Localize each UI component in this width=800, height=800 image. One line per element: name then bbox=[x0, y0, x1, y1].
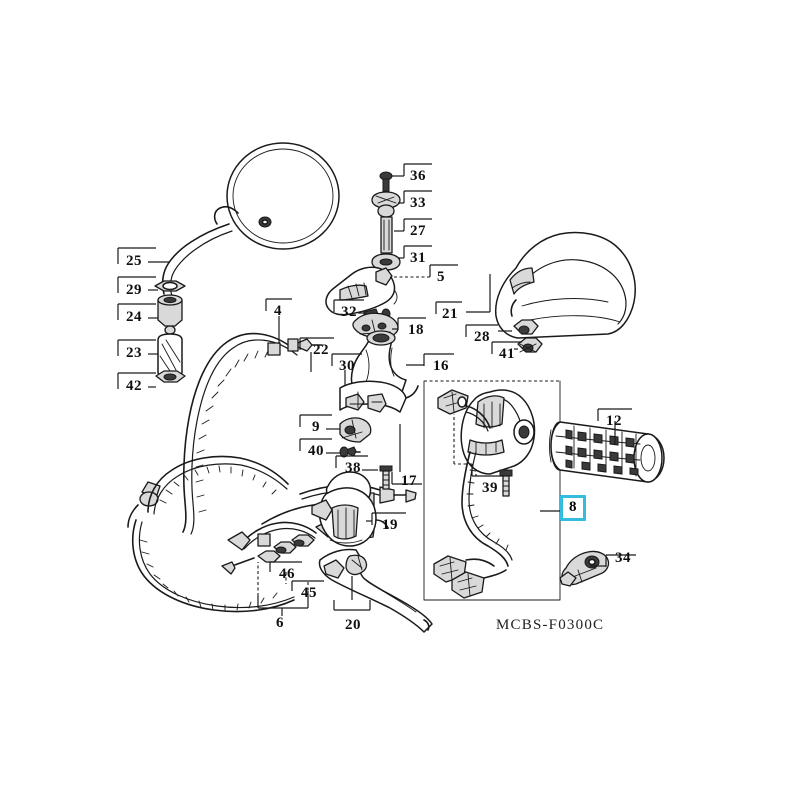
mirror-stack-parts bbox=[154, 280, 186, 383]
callout-label-31[interactable]: 31 bbox=[410, 250, 426, 266]
callout-label-41[interactable]: 41 bbox=[499, 346, 515, 362]
callout-label-20[interactable]: 20 bbox=[345, 617, 361, 633]
mirror-assembly bbox=[161, 142, 340, 327]
callout-label-36[interactable]: 36 bbox=[410, 168, 426, 184]
small-parts-9-40 bbox=[339, 417, 372, 458]
callout-label-45[interactable]: 45 bbox=[301, 585, 317, 601]
callout-label-28[interactable]: 28 bbox=[474, 329, 490, 345]
callout-label-40[interactable]: 40 bbox=[308, 443, 324, 459]
callout-label-16[interactable]: 16 bbox=[433, 358, 449, 374]
callout-label-6[interactable]: 6 bbox=[276, 615, 284, 631]
callout-label-42[interactable]: 42 bbox=[126, 378, 142, 394]
wire-clip-34 bbox=[559, 550, 610, 587]
callout-label-29[interactable]: 29 bbox=[126, 282, 142, 298]
callout-label-25[interactable]: 25 bbox=[126, 253, 142, 269]
callout-label-21[interactable]: 21 bbox=[442, 306, 458, 322]
callout-label-34[interactable]: 34 bbox=[615, 550, 631, 566]
handlebar-grip-12 bbox=[549, 421, 665, 483]
callout-label-17[interactable]: 17 bbox=[401, 473, 417, 489]
callout-label-39[interactable]: 39 bbox=[482, 480, 498, 496]
callout-label-4[interactable]: 4 bbox=[274, 303, 282, 319]
callout-label-19[interactable]: 19 bbox=[382, 517, 398, 533]
master-cylinder-19 bbox=[311, 487, 389, 547]
handlebar-switch-8 bbox=[433, 389, 536, 599]
callout-label-23[interactable]: 23 bbox=[126, 345, 142, 361]
callout-label-8-highlighted[interactable]: 8 bbox=[560, 495, 586, 521]
clutch-lever-20 bbox=[318, 548, 433, 633]
lever-holder-16 bbox=[339, 330, 419, 413]
bolt-38 bbox=[379, 465, 393, 490]
handlebar-cover-21 bbox=[494, 231, 636, 353]
callout-label-32[interactable]: 32 bbox=[341, 304, 357, 320]
callout-label-27[interactable]: 27 bbox=[410, 223, 426, 239]
brake-lever-arm bbox=[325, 266, 398, 316]
callout-leaders bbox=[117, 163, 636, 616]
callout-label-46[interactable]: 46 bbox=[279, 566, 295, 582]
pivot-stack bbox=[371, 171, 401, 271]
callout-label-33[interactable]: 33 bbox=[410, 195, 426, 211]
callout-label-30[interactable]: 30 bbox=[339, 358, 355, 374]
switch-assembly-box bbox=[423, 380, 561, 601]
diagram-caption: MCBS-F0300C bbox=[496, 617, 605, 633]
callout-label-22[interactable]: 22 bbox=[313, 342, 329, 358]
callout-label-5[interactable]: 5 bbox=[437, 269, 445, 285]
callout-label-38[interactable]: 38 bbox=[345, 460, 361, 476]
callout-label-18[interactable]: 18 bbox=[408, 322, 424, 338]
callout-label-12[interactable]: 12 bbox=[606, 413, 622, 429]
callout-label-24[interactable]: 24 bbox=[126, 309, 142, 325]
callout-label-9[interactable]: 9 bbox=[312, 419, 320, 435]
